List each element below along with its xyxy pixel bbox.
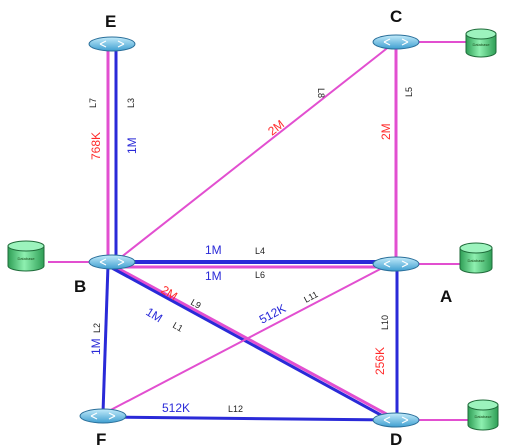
- bandwidth-l5: 2M: [379, 123, 393, 140]
- databases: Database Database Database Database: [7, 28, 499, 431]
- link-name-l1: L1: [171, 320, 185, 334]
- bandwidth-l2: 1M: [89, 338, 103, 355]
- bandwidth-l7: 768K: [89, 132, 103, 160]
- database-c[interactable]: Database: [465, 28, 497, 58]
- database-c-label: Database: [472, 42, 490, 47]
- bandwidth-l8: 2M: [265, 117, 287, 138]
- link-name-l9: L9: [189, 297, 203, 311]
- link-l9-line: [109, 262, 391, 418]
- link-name-l12: L12: [228, 404, 243, 414]
- link-name-l2: L2: [92, 323, 102, 333]
- node-label-d: D: [390, 430, 402, 448]
- node-label-a: A: [440, 287, 452, 306]
- node-label-f: F: [96, 430, 106, 448]
- link-name-l4: L4: [255, 246, 265, 256]
- routers: [79, 34, 420, 428]
- database-a[interactable]: Database: [459, 242, 493, 274]
- bandwidth-l11: 512K: [257, 301, 288, 327]
- node-labels: E C B A F D: [74, 7, 452, 448]
- database-b-label: Database: [17, 256, 35, 261]
- link-name-l6: L6: [255, 270, 265, 280]
- node-label-c: C: [390, 7, 402, 26]
- link-name-l3: L3: [126, 98, 136, 108]
- link-l12-line: [105, 415, 389, 422]
- node-label-b: B: [74, 277, 86, 296]
- node-label-e: E: [105, 12, 116, 31]
- link-l11-line: [102, 265, 387, 415]
- bandwidth-l3: 1M: [125, 137, 139, 154]
- bandwidth-l1: 1M: [143, 305, 165, 326]
- router-d[interactable]: [372, 412, 420, 428]
- link-name-l5: L5: [404, 87, 414, 97]
- link-name-l7: L7: [88, 98, 98, 108]
- router-c[interactable]: [372, 34, 420, 50]
- bandwidth-l10: 256K: [373, 347, 387, 375]
- bandwidth-l6: 1M: [205, 269, 222, 283]
- database-d[interactable]: Database: [467, 399, 499, 431]
- router-f[interactable]: [79, 408, 127, 424]
- database-a-label: Database: [467, 258, 485, 263]
- link-l8-line: [114, 41, 396, 263]
- database-b[interactable]: Database: [7, 240, 45, 272]
- link-name-l8: L8: [316, 88, 326, 98]
- router-b[interactable]: [88, 254, 136, 270]
- connections: [48, 41, 468, 422]
- link-name-l10: L10: [380, 315, 390, 330]
- link-l2-line: [101, 264, 110, 414]
- bandwidth-l12: 512K: [162, 401, 190, 415]
- database-d-label: Database: [474, 414, 492, 419]
- link-name-labels: L7 L3 L8 L5 L4 L6 L9 L1 L2 L11 L10 L12: [88, 87, 414, 414]
- bandwidth-l4: 1M: [205, 243, 222, 257]
- router-e[interactable]: [88, 36, 136, 52]
- router-a[interactable]: [372, 256, 420, 272]
- link-l1-line: [111, 266, 391, 422]
